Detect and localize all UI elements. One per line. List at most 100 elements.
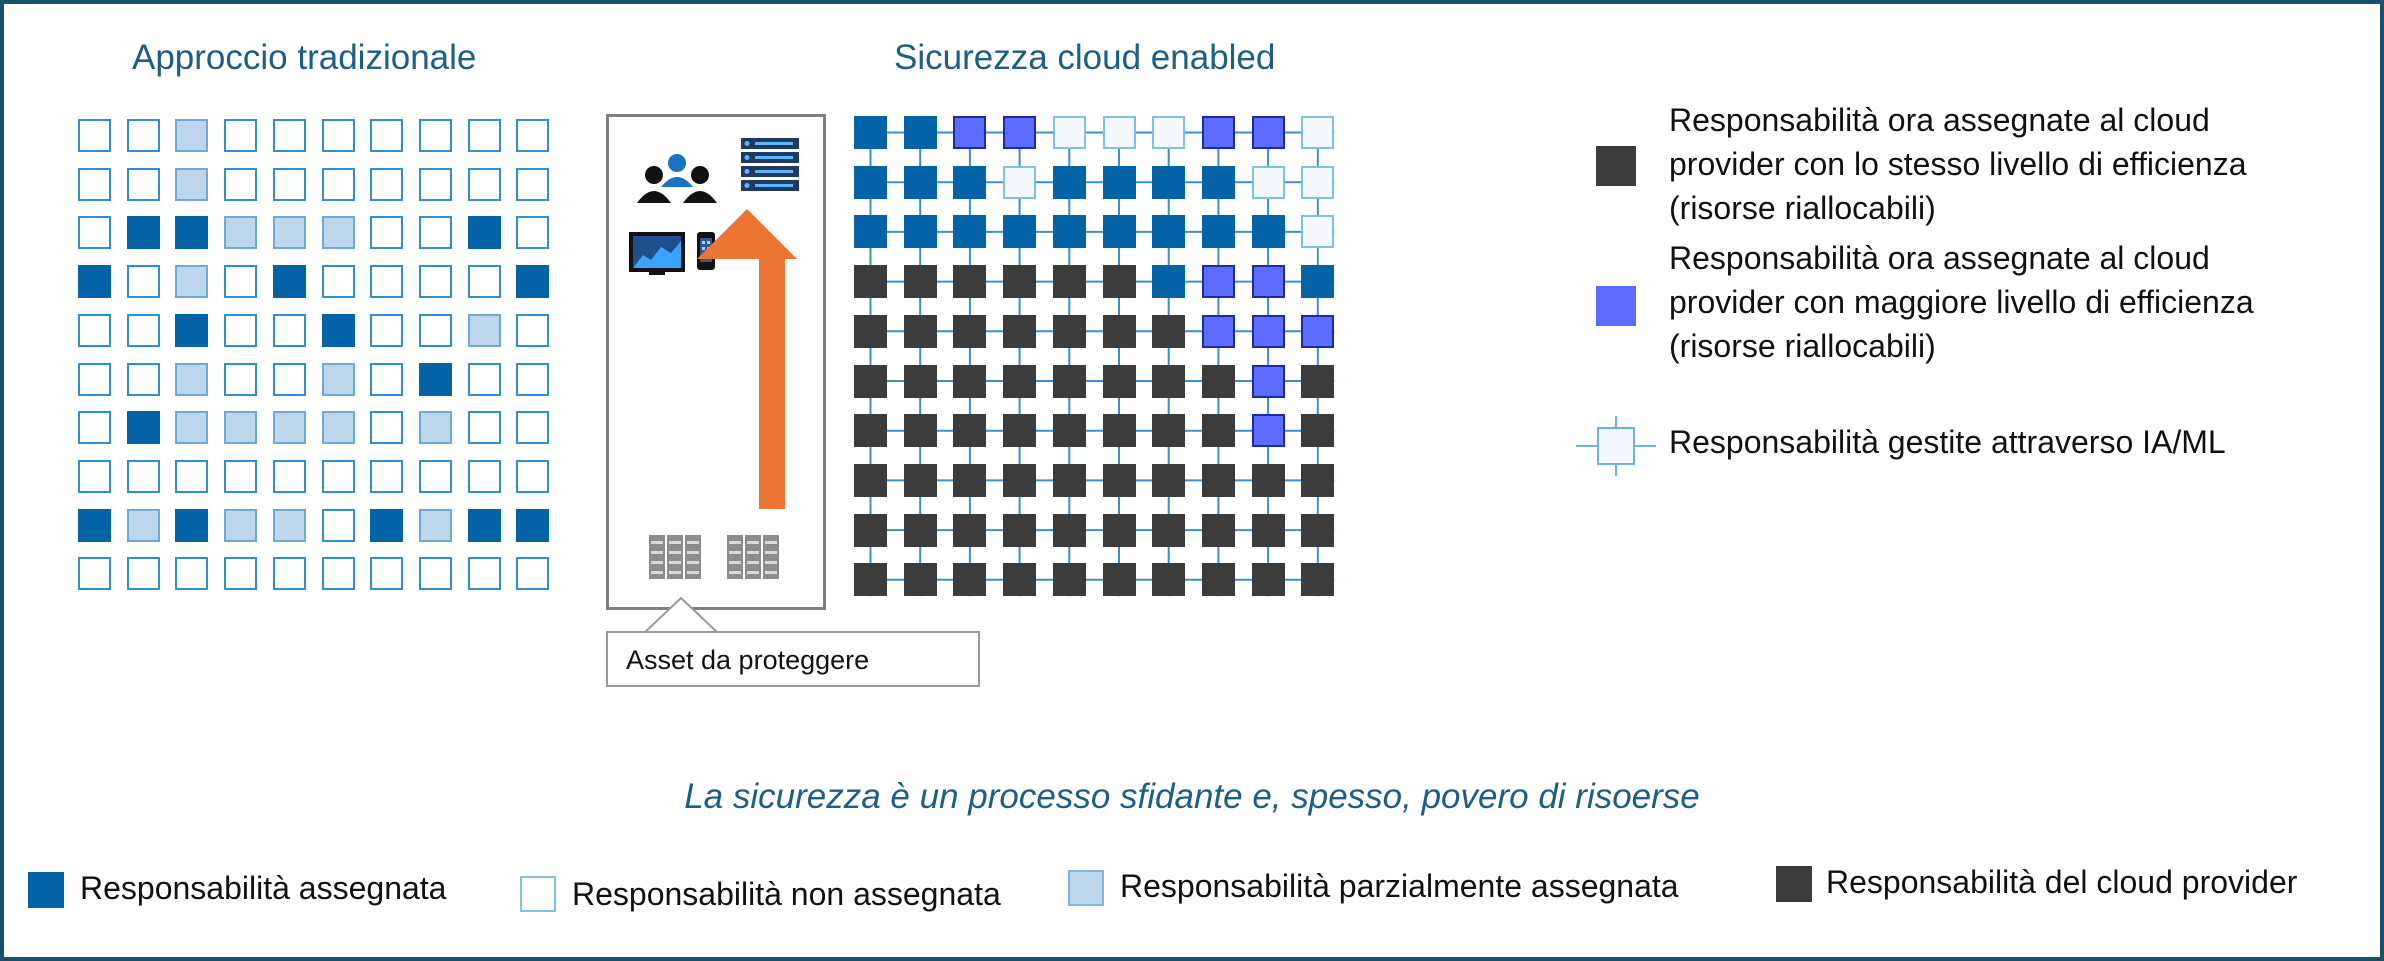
legend-provider: Responsabilità del cloud provider	[1826, 864, 2298, 900]
cell-unassigned	[370, 411, 404, 445]
cell-provider-efficient	[1251, 314, 1285, 348]
server-rack-slot	[687, 551, 699, 554]
cell-unassigned	[467, 119, 501, 152]
cell-assigned	[1152, 165, 1186, 199]
server-rack-unit	[745, 535, 761, 579]
cell-provider	[1251, 563, 1285, 597]
cell-unassigned	[321, 508, 355, 542]
cell-unassigned	[418, 265, 452, 299]
cell-unassigned	[126, 119, 160, 152]
cell-provider	[1003, 513, 1037, 547]
cell-unassigned	[516, 362, 550, 396]
monitor-chart-icon	[629, 232, 685, 275]
server-rack-slot	[747, 571, 759, 574]
cell-assigned	[1003, 215, 1037, 249]
cell-provider-efficient	[1301, 314, 1335, 348]
server-rack-unit	[685, 535, 701, 579]
cell-unassigned	[272, 557, 306, 591]
cell-provider	[854, 414, 887, 448]
server-rack-slot	[747, 551, 759, 554]
cell-assigned	[1052, 215, 1086, 249]
cell-unassigned	[126, 459, 160, 493]
server-rack-slot	[687, 561, 699, 564]
cell-provider-efficient	[953, 116, 987, 149]
cell-assigned	[854, 116, 887, 149]
cell-partial	[272, 411, 306, 445]
cell-provider-efficient	[1251, 414, 1285, 448]
cell-ai-ml	[1152, 116, 1186, 149]
cell-assigned	[854, 165, 887, 199]
cell-unassigned	[272, 362, 306, 396]
cell-assigned	[1152, 265, 1186, 299]
cell-partial	[418, 411, 452, 445]
cell-provider	[854, 463, 887, 497]
cell-unassigned	[78, 459, 111, 493]
ai-ml-node-icon	[1576, 416, 1656, 476]
callout-pointer	[644, 596, 719, 634]
cell-provider	[1152, 463, 1186, 497]
cell-unassigned	[321, 459, 355, 493]
cell-unassigned	[224, 313, 258, 347]
cell-assigned	[516, 508, 550, 542]
cell-ai-ml	[1102, 116, 1136, 149]
cell-unassigned	[126, 313, 160, 347]
cell-unassigned	[370, 362, 404, 396]
cell-unassigned	[516, 119, 550, 152]
cell-provider	[1152, 414, 1186, 448]
cell-unassigned	[78, 119, 111, 152]
cell-unassigned	[224, 265, 258, 299]
cell-unassigned	[467, 167, 501, 201]
cell-partial	[126, 508, 160, 542]
cell-provider	[1052, 513, 1086, 547]
server-rack-slot	[765, 541, 777, 544]
server-rack-slot	[765, 571, 777, 574]
traditional-grid	[78, 119, 568, 603]
cell-assigned	[418, 362, 452, 396]
cell-assigned	[854, 215, 887, 249]
cell-assigned	[78, 508, 111, 542]
cell-unassigned	[224, 362, 258, 396]
cell-provider	[1003, 563, 1037, 597]
cell-provider-efficient	[1003, 116, 1037, 149]
cell-provider	[1102, 463, 1136, 497]
cell-unassigned	[272, 167, 306, 201]
cell-provider	[854, 513, 887, 547]
cell-provider	[1052, 563, 1086, 597]
cell-assigned	[903, 215, 937, 249]
cell-provider	[1251, 513, 1285, 547]
cell-assigned	[1251, 215, 1285, 249]
server-rack-slot	[651, 571, 663, 574]
cell-provider	[953, 563, 987, 597]
cell-unassigned	[78, 167, 111, 201]
cell-provider	[1301, 513, 1335, 547]
cell-provider	[1201, 364, 1235, 398]
server-rack-slot	[669, 571, 681, 574]
legend-partial: Responsabilità parzialmente assegnata	[1120, 868, 1679, 904]
cell-assigned	[953, 215, 987, 249]
cell-assigned	[321, 313, 355, 347]
cell-unassigned	[467, 265, 501, 299]
cell-unassigned	[126, 265, 160, 299]
cell-unassigned	[224, 167, 258, 201]
cell-partial	[175, 167, 209, 201]
cell-partial	[321, 411, 355, 445]
cell-provider	[1003, 463, 1037, 497]
cell-provider	[1201, 513, 1235, 547]
server-rack-slot	[651, 561, 663, 564]
callout-label: Asset da proteggere	[626, 645, 870, 675]
provider-efficient-legend-swatch	[1596, 286, 1636, 326]
cell-unassigned	[516, 557, 550, 591]
cell-provider	[953, 463, 987, 497]
cell-assigned	[1301, 265, 1335, 299]
server-rack-slot	[729, 571, 741, 574]
cell-provider	[903, 463, 937, 497]
cell-unassigned	[370, 459, 404, 493]
cell-unassigned	[175, 459, 209, 493]
cell-assigned	[516, 265, 550, 299]
cell-unassigned	[78, 216, 111, 250]
cell-provider	[1102, 414, 1136, 448]
unassigned-swatch	[520, 876, 556, 912]
cell-unassigned	[418, 216, 452, 250]
server-rack-slot	[669, 551, 681, 554]
asset-box	[606, 114, 826, 610]
